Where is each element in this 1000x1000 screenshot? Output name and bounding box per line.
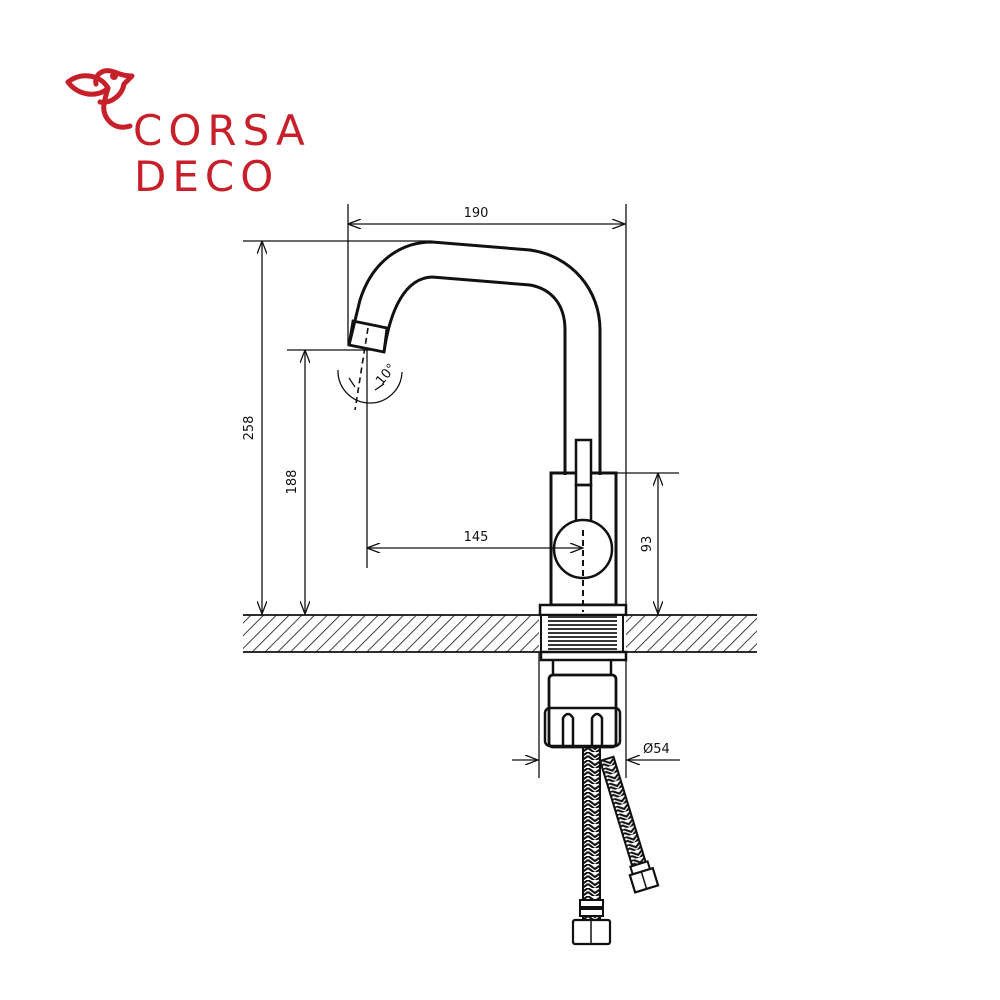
dim-angle-label: 10° <box>373 361 399 388</box>
brand-logo: CORSA DECO <box>60 62 360 201</box>
spout <box>347 240 602 475</box>
dim-spout-height-label: 188 <box>285 470 300 495</box>
supply-hoses <box>571 745 660 946</box>
dimension-lines <box>243 204 680 778</box>
dim-width-label: 190 <box>464 206 489 221</box>
faucet-body <box>538 438 628 749</box>
brand-name-line2: DECO <box>134 152 280 201</box>
dim-total-height-label: 258 <box>242 416 257 441</box>
brand-name-line1: CORSA <box>133 106 311 155</box>
dim-diameter-label: Ø54 <box>643 742 670 757</box>
dim-reach-label: 145 <box>464 530 489 545</box>
dim-body-height-label: 93 <box>640 536 655 553</box>
bird-leaf-logo-icon <box>65 68 135 130</box>
countertop <box>243 614 757 653</box>
